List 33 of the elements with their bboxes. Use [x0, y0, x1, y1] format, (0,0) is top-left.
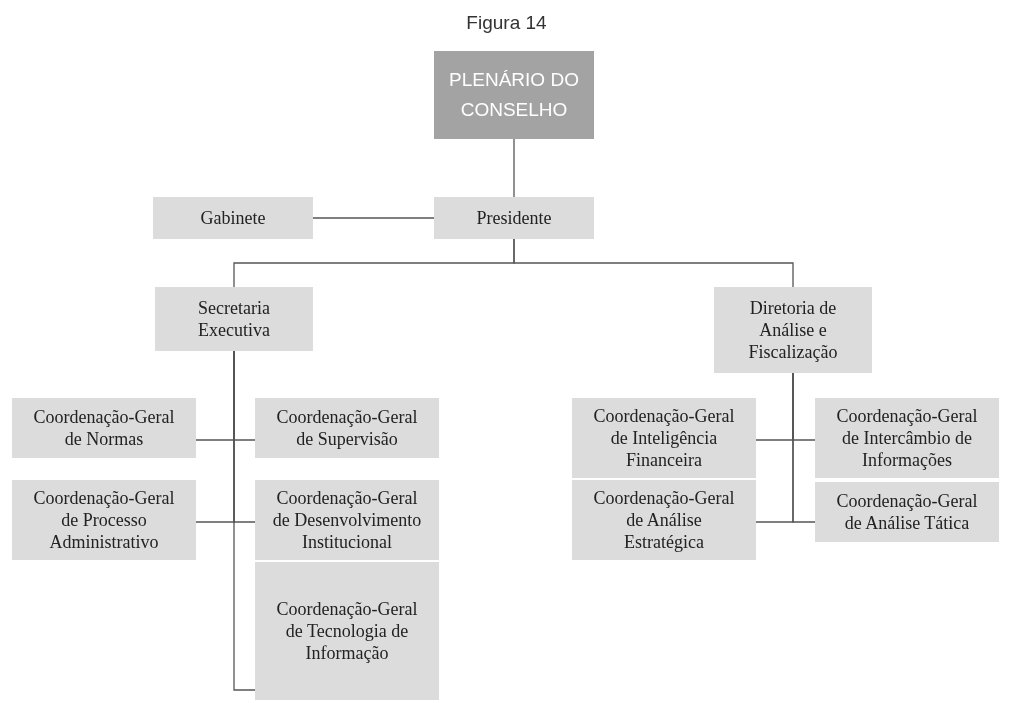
box-label: Gabinete [200, 207, 266, 229]
connector-line [312, 217, 435, 219]
org-box [153, 197, 313, 239]
box-label: Secretaria Executiva [197, 297, 271, 341]
connector-line [513, 238, 794, 288]
org-box [815, 482, 999, 542]
box-label: Coordenação-Geral de Análise Tática [835, 490, 979, 534]
box-label: Coordenação-Geral de Análise Estratégica [592, 487, 736, 553]
box-label: Coordenação-Geral de Intercâmbio de Informações [835, 405, 979, 471]
figure-title: Figura 14 [466, 12, 547, 34]
box-label: Coordenação-Geral de Processo Administrativo [32, 487, 176, 553]
org-box [714, 287, 872, 373]
org-box [434, 197, 594, 239]
org-box [572, 480, 756, 560]
box-label: Presidente [476, 207, 552, 229]
box-label: Coordenação-Geral de Desenvolvimento Institucional [271, 487, 423, 553]
top-box [434, 51, 594, 139]
org-box [255, 562, 439, 700]
org-box [255, 398, 439, 458]
box-label: Coordenação-Geral de Inteligência Financeira [592, 405, 736, 471]
org-box [155, 287, 313, 351]
org-box [12, 480, 196, 560]
org-box [572, 398, 756, 478]
connector-line [513, 138, 515, 198]
org-box [255, 480, 439, 560]
org-box [815, 398, 999, 478]
box-label: Coordenação-Geral de Normas [32, 406, 176, 450]
box-label: Coordenação-Geral de Supervisão [275, 406, 419, 450]
box-label: Diretoria de Análise e Fiscalização [747, 297, 839, 363]
connector-line [792, 372, 816, 523]
box-label: PLENÁRIO DO CONSELHO [448, 68, 580, 122]
org-box [12, 398, 196, 458]
box-label: Coordenação-Geral de Tecnologia de Informação [275, 598, 419, 664]
